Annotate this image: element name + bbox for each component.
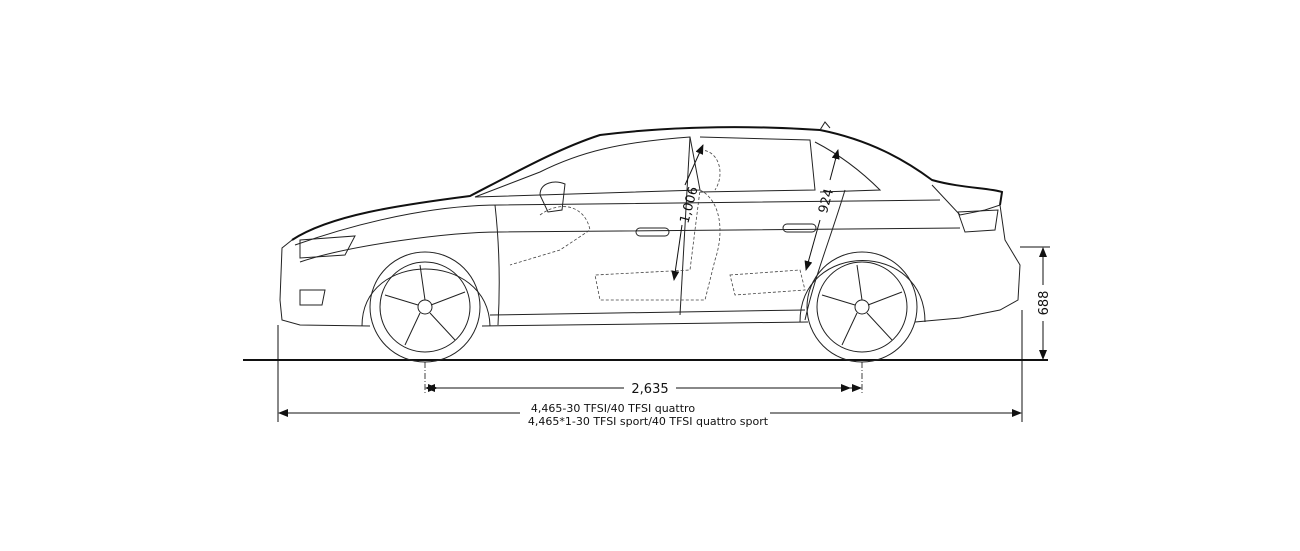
interior-seats-dashed [509, 149, 806, 301]
length-label-standard: 4,465-30 TFSI/40 TFSI quattro [531, 402, 695, 415]
height-label: 688 [1037, 291, 1052, 316]
length-label-sport: 4,465*1-30 TFSI sport/40 TFSI quattro sp… [528, 415, 769, 428]
front-headroom-label: 1,006 [678, 185, 702, 225]
rear-wheel [806, 251, 918, 363]
rear-headroom-label: 924 [816, 187, 837, 215]
wheelbase-label: 2,635 [631, 382, 668, 397]
car-body-outline [279, 121, 1021, 327]
front-wheel [369, 251, 481, 363]
